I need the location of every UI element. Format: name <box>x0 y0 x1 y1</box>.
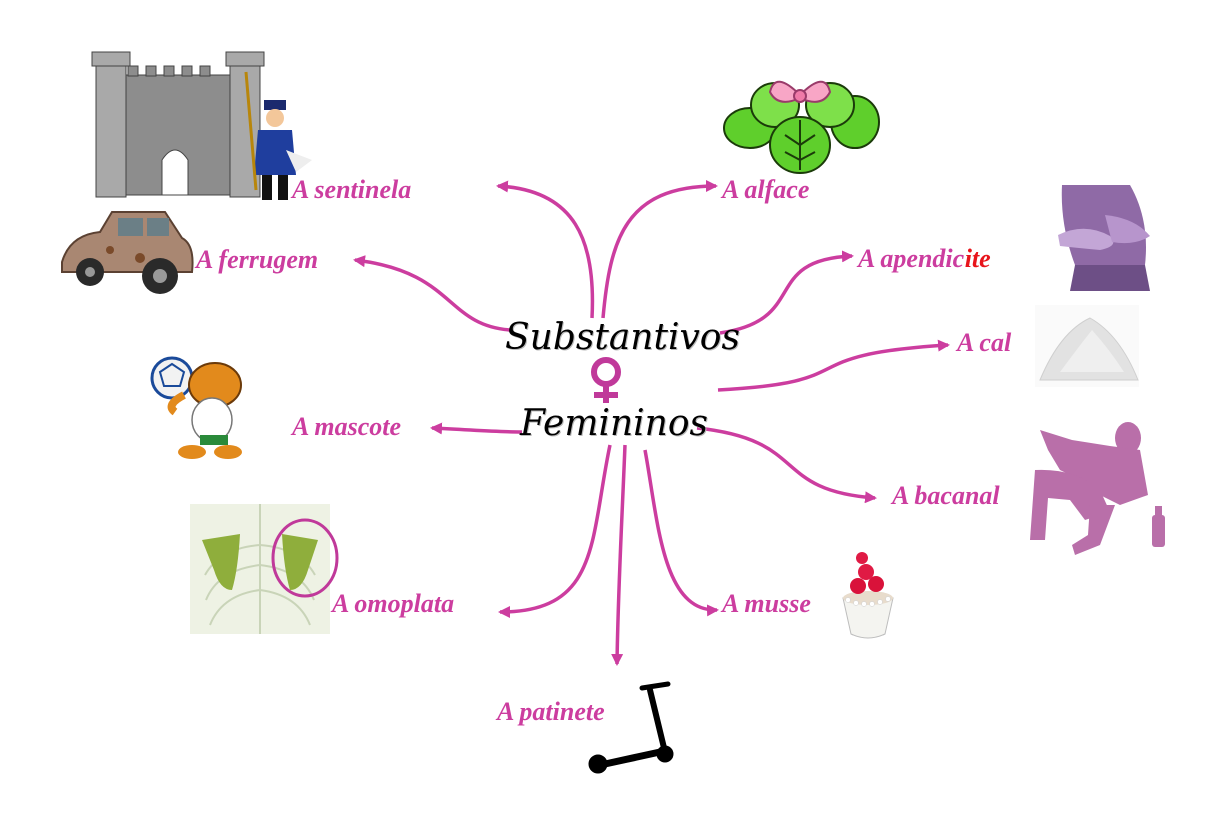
word: omoplata <box>354 589 455 618</box>
mousse-dessert-icon <box>842 552 894 639</box>
article: A <box>957 328 973 357</box>
article: A <box>196 245 212 274</box>
label-alface: A alface <box>722 175 809 205</box>
word: mascote <box>314 412 402 441</box>
arrow-patinete <box>611 444 627 666</box>
label-ferrugem: A ferrugem <box>196 245 318 275</box>
article: A <box>722 589 738 618</box>
label-musse: A musse <box>722 589 811 619</box>
drunk-person-icon <box>1030 422 1165 555</box>
word: musse <box>744 589 811 618</box>
article: A <box>892 481 908 510</box>
scooter-icon <box>588 681 674 774</box>
lettuce-icon <box>723 80 880 174</box>
mascot-armadillo-icon <box>150 356 242 459</box>
stomach-ache-icon <box>1046 183 1164 291</box>
arrow-ferrugem <box>353 255 511 332</box>
label-cal: A cal <box>957 328 1011 358</box>
article: A <box>858 244 874 273</box>
center-title-line2: Femininos <box>520 403 708 444</box>
arrow-alface <box>601 180 718 319</box>
label-mascote: A mascote <box>292 412 401 442</box>
arrow-musse <box>643 449 719 617</box>
label-omoplata: A omoplata <box>332 589 454 619</box>
arrow-sentinela <box>496 180 595 319</box>
article: A <box>292 175 308 204</box>
word: patinete <box>519 697 605 726</box>
arrow-mascote <box>430 422 523 435</box>
rusty-car-icon <box>61 211 194 294</box>
arrow-omoplata <box>498 444 612 618</box>
lime-powder-icon <box>1035 305 1139 387</box>
article: A <box>497 697 513 726</box>
word: ferrugem <box>218 245 319 274</box>
shoulder-blade-icon <box>190 504 339 634</box>
label-patinete: A patinete <box>497 697 605 727</box>
arrow-bacanal <box>696 426 877 504</box>
word: alface <box>744 175 810 204</box>
label-sentinela: A sentinela <box>292 175 411 205</box>
arrow-cal <box>717 339 950 392</box>
word: sentinela <box>314 175 412 204</box>
label-bacanal: A bacanal <box>892 481 1000 511</box>
word-suffix-highlight: ite <box>964 244 991 273</box>
article: A <box>292 412 308 441</box>
arrow-apendicite <box>719 250 854 335</box>
article: A <box>332 589 348 618</box>
castle-guard-icon <box>91 51 312 200</box>
label-apendicite: A apendic ite <box>858 244 991 274</box>
article: A <box>722 175 738 204</box>
word: apendic <box>880 244 965 273</box>
center-title-line1: Substantivos <box>505 317 740 358</box>
word: bacanal <box>914 481 1000 510</box>
female-symbol-icon <box>591 357 621 403</box>
word: cal <box>979 328 1012 357</box>
